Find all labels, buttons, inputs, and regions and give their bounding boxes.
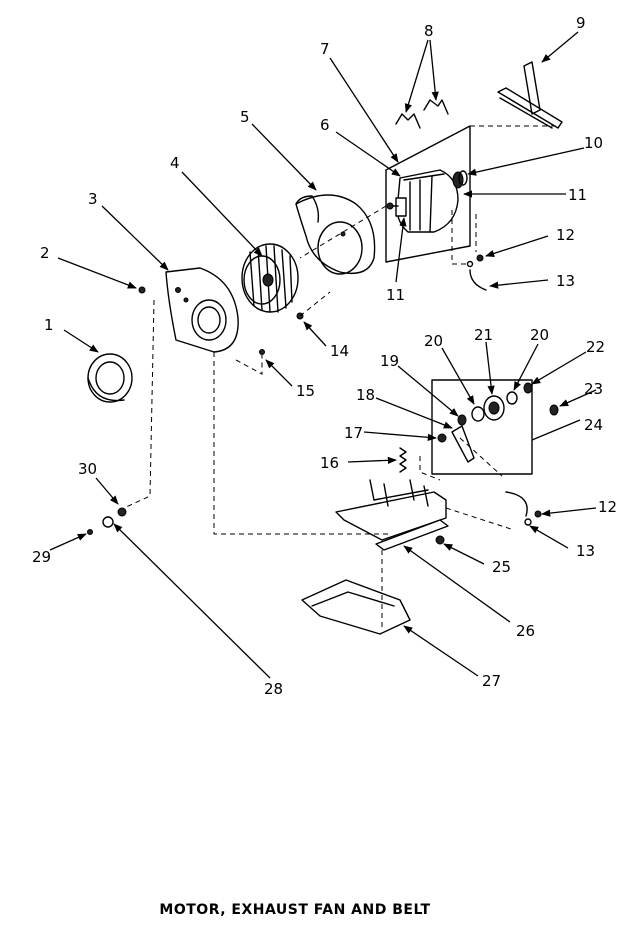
callout-1: 1 bbox=[44, 316, 54, 334]
callout-28: 28 bbox=[264, 680, 283, 698]
callout-19: 19 bbox=[380, 352, 399, 370]
callout-13a: 13 bbox=[556, 272, 575, 290]
part-18-idler-arm bbox=[451, 425, 475, 463]
part-19-23-idler-assembly bbox=[457, 382, 559, 426]
callout-24: 24 bbox=[584, 416, 603, 434]
callout-20a: 20 bbox=[424, 332, 443, 350]
callout-13b: 13 bbox=[576, 542, 595, 560]
part-8-clips bbox=[395, 99, 449, 129]
part-3-blower-housing bbox=[165, 267, 239, 353]
callout-17: 17 bbox=[344, 424, 363, 442]
part-9-belt bbox=[497, 61, 563, 129]
callout-6: 6 bbox=[320, 116, 330, 134]
part-29-28-30-hardware bbox=[87, 507, 127, 535]
part-25-nut bbox=[435, 535, 445, 545]
callout-2: 2 bbox=[40, 244, 50, 262]
callout-12a: 12 bbox=[556, 226, 575, 244]
part-4-fan-wheel bbox=[241, 243, 299, 313]
part-16-spring bbox=[399, 447, 407, 473]
callout-7: 7 bbox=[320, 40, 330, 58]
callout-30: 30 bbox=[78, 460, 97, 478]
callout-5: 5 bbox=[240, 108, 250, 126]
callout-15: 15 bbox=[296, 382, 315, 400]
callout-20b: 20 bbox=[530, 326, 549, 344]
part-12-13-connector-upper bbox=[466, 254, 487, 291]
part-1-ring bbox=[87, 353, 133, 403]
part-15-screw bbox=[259, 349, 265, 355]
callout-9: 9 bbox=[576, 14, 586, 32]
part-10-pulley bbox=[452, 170, 468, 189]
callout-12b: 12 bbox=[598, 498, 617, 516]
part-27-base-pan bbox=[301, 579, 411, 635]
callout-26: 26 bbox=[516, 622, 535, 640]
callout-21: 21 bbox=[474, 326, 493, 344]
callout-11b: 11 bbox=[386, 286, 405, 304]
callout-4: 4 bbox=[170, 154, 180, 172]
part-2-screw bbox=[138, 286, 146, 294]
callout-23: 23 bbox=[584, 380, 603, 398]
alignment-lines bbox=[123, 125, 560, 630]
callout-leaders bbox=[49, 31, 597, 679]
diagram-title: MOTOR, EXHAUST FAN AND BELT bbox=[159, 902, 431, 918]
callout-29: 29 bbox=[32, 548, 51, 566]
callout-numbers: 1 2 3 4 5 6 7 8 9 10 11 11 12 13 14 15 1… bbox=[32, 14, 617, 698]
part-24-idler-bracket-box bbox=[431, 379, 533, 475]
part-6-motor bbox=[386, 169, 459, 233]
callout-3: 3 bbox=[88, 190, 98, 208]
callout-18: 18 bbox=[356, 386, 375, 404]
part-5-fan-housing bbox=[295, 194, 376, 275]
part-26-motor-mount bbox=[335, 479, 449, 551]
callout-27: 27 bbox=[482, 672, 501, 690]
part-17-washer bbox=[437, 433, 447, 443]
callout-14: 14 bbox=[330, 342, 349, 360]
callout-11a: 11 bbox=[568, 186, 587, 204]
callout-8: 8 bbox=[424, 22, 434, 40]
callout-16: 16 bbox=[320, 454, 339, 472]
part-12-13-connector-lower bbox=[505, 491, 542, 526]
part-7-mounting-plate bbox=[385, 125, 471, 263]
callout-25: 25 bbox=[492, 558, 511, 576]
callout-10: 10 bbox=[584, 134, 603, 152]
callout-22: 22 bbox=[586, 338, 605, 356]
